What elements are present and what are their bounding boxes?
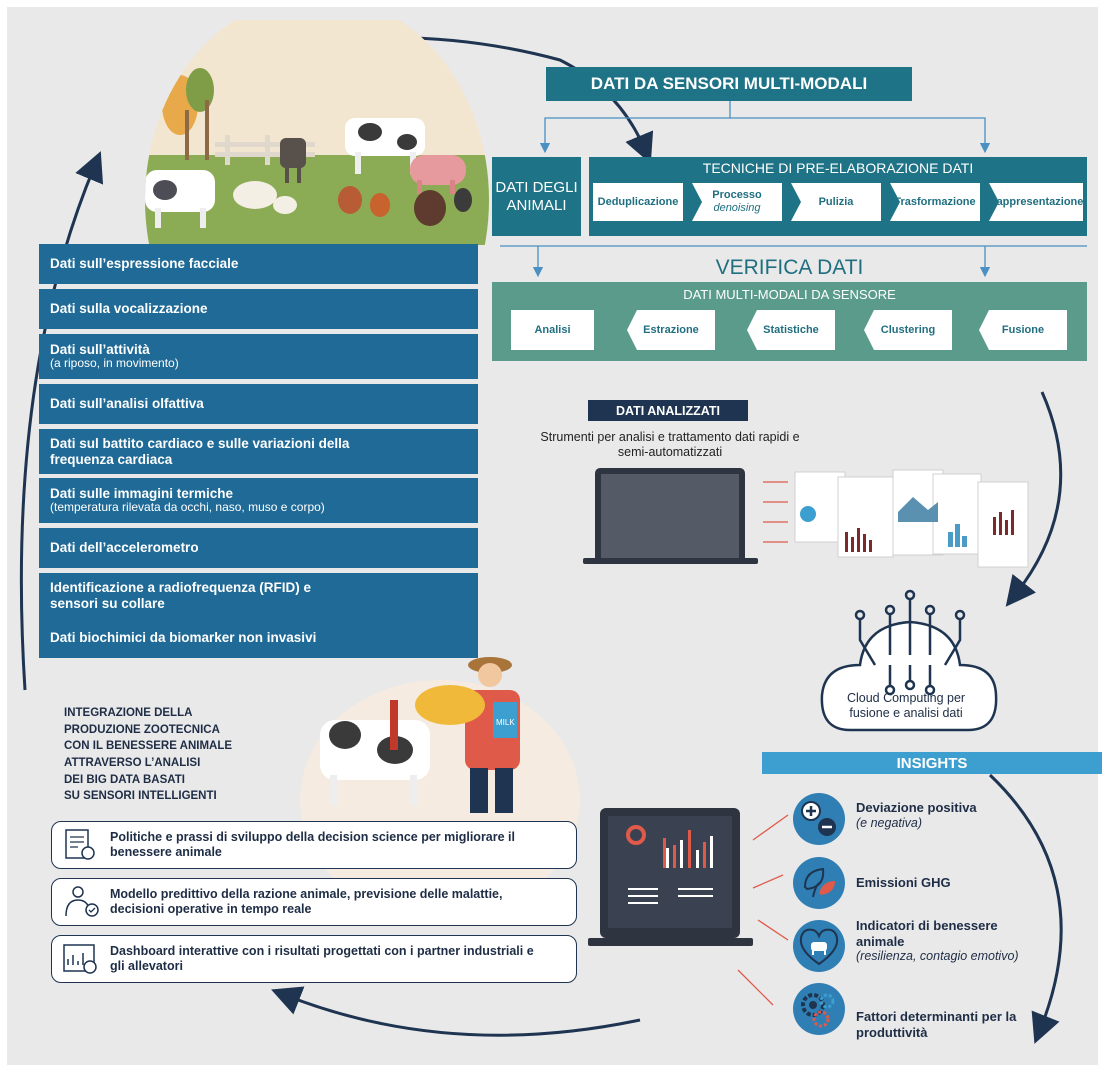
outcome-card: Politiche e prassi di sviluppo della dec… xyxy=(51,821,577,869)
sensor-data-item: Dati sulla vocalizzazione xyxy=(39,289,478,329)
certificate-icon xyxy=(65,829,95,860)
preprocessing-step: Pulizia xyxy=(791,183,881,221)
preprocessing-step: Rappresentazione xyxy=(989,183,1083,221)
farmer-cow-illustration: MILK xyxy=(300,657,580,920)
header-title: DATI DA SENSORI MULTI-MODALI xyxy=(546,67,912,101)
verification-title: VERIFICA DATI xyxy=(715,256,864,279)
animal-data-box: DATI DEGLI ANIMALI xyxy=(492,157,581,236)
cloud-label: Cloud Computing per fusione e analisi da… xyxy=(846,691,966,720)
gears-icon xyxy=(793,983,845,1035)
flow-arrow xyxy=(1005,391,1063,607)
preprocessing-box: TECNICHE DI PRE-ELABORAZIONE DATI Dedupl… xyxy=(589,157,1087,236)
insights-laptop-illustration xyxy=(588,808,789,1006)
analyzed-description: Strumenti per analisi e trattamento dati… xyxy=(540,430,800,459)
integration-statement: INTEGRAZIONE DELLA PRODUZIONE ZOOTECNICA… xyxy=(64,707,233,803)
sensor-data-item: Identificazione a radiofrequenza (RFID) … xyxy=(39,573,478,618)
outcome-card: Dashboard interattive con i risultati pr… xyxy=(51,935,577,983)
heart-cow-icon xyxy=(793,920,845,972)
verification-box: DATI MULTI-MODALI DA SENSORE Analisi Est… xyxy=(492,282,1087,361)
verification-subtitle: DATI MULTI-MODALI DA SENSORE xyxy=(683,287,896,302)
plus-minus-icon xyxy=(793,793,845,845)
flow-arrow xyxy=(271,986,641,1037)
sensor-data-item: Dati sull’analisi olfattiva xyxy=(39,384,478,424)
insight-item: Deviazione positiva(e negativa) xyxy=(856,800,977,830)
cloud-computing-icon xyxy=(820,589,998,732)
preprocessing-step: Trasformazione xyxy=(890,183,980,221)
sensor-data-item: Dati dell’accelerometro xyxy=(39,528,478,568)
person-check-icon xyxy=(65,886,99,917)
insight-item: Fattori determinanti per la produttività xyxy=(856,1009,1017,1040)
laptop-reports-illustration xyxy=(583,468,1029,568)
sensor-data-item: Dati sul battito cardiaco e sulle variaz… xyxy=(39,429,478,474)
verification-step: Estrazione xyxy=(627,310,715,350)
flow-arrow xyxy=(988,773,1063,1044)
preprocessing-title: TECNICHE DI PRE-ELABORAZIONE DATI xyxy=(702,160,974,176)
sensor-data-item: Dati sull’espressione facciale xyxy=(39,244,478,284)
insights-banner: INSIGHTS xyxy=(762,752,1102,774)
leaf-icon xyxy=(793,857,845,909)
analyzed-badge: DATI ANALIZZATI xyxy=(588,400,748,421)
milk-label: MILK xyxy=(496,718,515,727)
preprocessing-step: Deduplicazione xyxy=(593,183,683,221)
verification-step: Fusione xyxy=(979,310,1067,350)
sensor-data-item: Dati sull’attività(a riposo, in moviment… xyxy=(39,334,478,379)
verification-step: Statistiche xyxy=(747,310,835,350)
verification-step: Analisi xyxy=(511,310,594,350)
farm-animals-illustration xyxy=(145,20,489,245)
dashboard-icon xyxy=(63,944,97,974)
insight-item: Indicatori di benessere animale(resilien… xyxy=(856,918,1019,964)
insight-item: Emissioni GHG xyxy=(856,875,951,890)
sensor-data-item: Dati biochimici da biomarker non invasiv… xyxy=(39,618,478,658)
flow-arrow xyxy=(19,151,104,691)
verification-step: Clustering xyxy=(864,310,952,350)
outcome-card: Modello predittivo della razione animale… xyxy=(51,878,577,926)
sensor-data-item: Dati sulle immagini termiche(temperatura… xyxy=(39,478,478,523)
